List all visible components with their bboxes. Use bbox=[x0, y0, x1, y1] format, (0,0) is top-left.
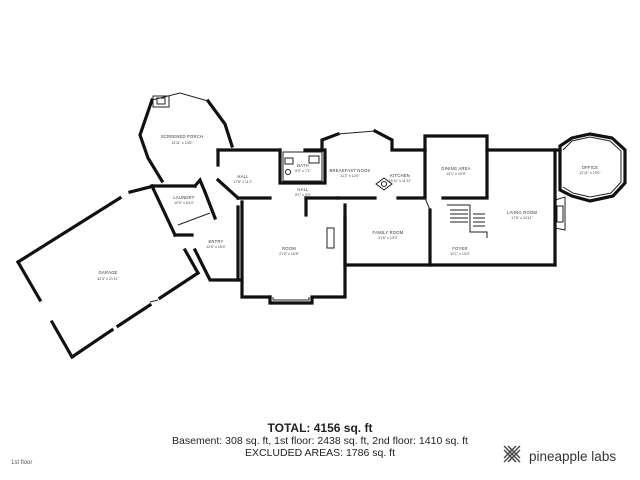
brand-logo: pineapple labs bbox=[501, 443, 616, 470]
room-label-screened-porch: SCREENED PORCH bbox=[161, 134, 203, 139]
room-label-hall-upper: HALL bbox=[237, 174, 249, 179]
room-label-living-room: LIVING ROOM bbox=[507, 210, 537, 215]
room-label-breakfast-nook: BREAKFAST NOOK bbox=[330, 168, 371, 173]
room-dim-bath: 8'0" x 7'1" bbox=[295, 169, 311, 173]
room-label-kitchen: KITCHEN bbox=[390, 173, 410, 178]
brand-name: pineapple labs bbox=[529, 449, 617, 464]
floor-label: 1st floor bbox=[11, 460, 33, 466]
screened-porch-area bbox=[138, 92, 235, 184]
office-area bbox=[554, 132, 627, 231]
pineapple-labs-logo-icon bbox=[501, 443, 523, 470]
room-label-office: OFFICE bbox=[582, 165, 599, 170]
room-dim-office: 12'11" x 13'0" bbox=[579, 171, 601, 175]
north-walls bbox=[216, 128, 562, 198]
room-dim-dining-area: 13'1" x 10'9" bbox=[446, 172, 466, 176]
room-dim-breakfast-nook: 11'2" x 12'0" bbox=[340, 174, 360, 178]
room-dim-kitchen: 16'11" x 11'11" bbox=[389, 179, 413, 183]
room-dim-living-room: 17'6" x 24'11" bbox=[511, 216, 533, 220]
area-summary: TOTAL: 4156 sq. ft Basement: 308 sq. ft,… bbox=[0, 421, 640, 460]
room-dim-entry: 12'0" x 16'4" bbox=[206, 245, 226, 249]
room-dim-foyer: 12'1" x 13'0" bbox=[450, 252, 470, 256]
total-area: TOTAL: 4156 sq. ft bbox=[267, 421, 373, 435]
room-dim-screened-porch: 14'11" x 14'5" bbox=[171, 141, 193, 145]
room-dim-garage: 32'3" x 21'11" bbox=[97, 277, 119, 281]
room-dim-laundry: 10'0" x 6'10" bbox=[174, 201, 194, 205]
room-dim-hall-lower: 8'1" x 3'0" bbox=[295, 193, 311, 197]
floor-plan: SCREENED PORCH 14'11" x 14'5" HALL 17'8"… bbox=[15, 92, 627, 360]
floor-areas: Basement: 308 sq. ft, 1st floor: 2438 sq… bbox=[172, 435, 468, 447]
garage-area bbox=[15, 185, 201, 360]
room-label-bath: BATH bbox=[297, 163, 309, 168]
room-dim-hall-upper: 17'8" x 11'1" bbox=[233, 180, 253, 184]
room-label-garage: GARAGE bbox=[98, 270, 117, 275]
room-label-laundry: LAUNDRY bbox=[173, 195, 194, 200]
room-label-foyer: FOYER bbox=[452, 246, 467, 251]
room-labels: SCREENED PORCH 14'11" x 14'5" HALL 17'8"… bbox=[97, 134, 601, 281]
room-label-hall-lower: HALL bbox=[297, 187, 309, 192]
excluded-areas: EXCLUDED AREAS: 1786 sq. ft bbox=[245, 447, 395, 459]
room-label-family-room: FAMILY ROOM bbox=[373, 230, 404, 235]
room-dim-family-room: 21'6" x 13'0" bbox=[378, 236, 398, 240]
room-label-dining-area: DINING AREA bbox=[441, 166, 470, 171]
room-dim-room: 21'5" x 15'8" bbox=[279, 252, 299, 256]
west-walls bbox=[149, 148, 244, 282]
fixtures bbox=[284, 155, 393, 191]
central-walls bbox=[236, 148, 557, 305]
room-label-room: ROOM bbox=[282, 246, 296, 251]
room-label-entry: ENTRY bbox=[208, 239, 223, 244]
